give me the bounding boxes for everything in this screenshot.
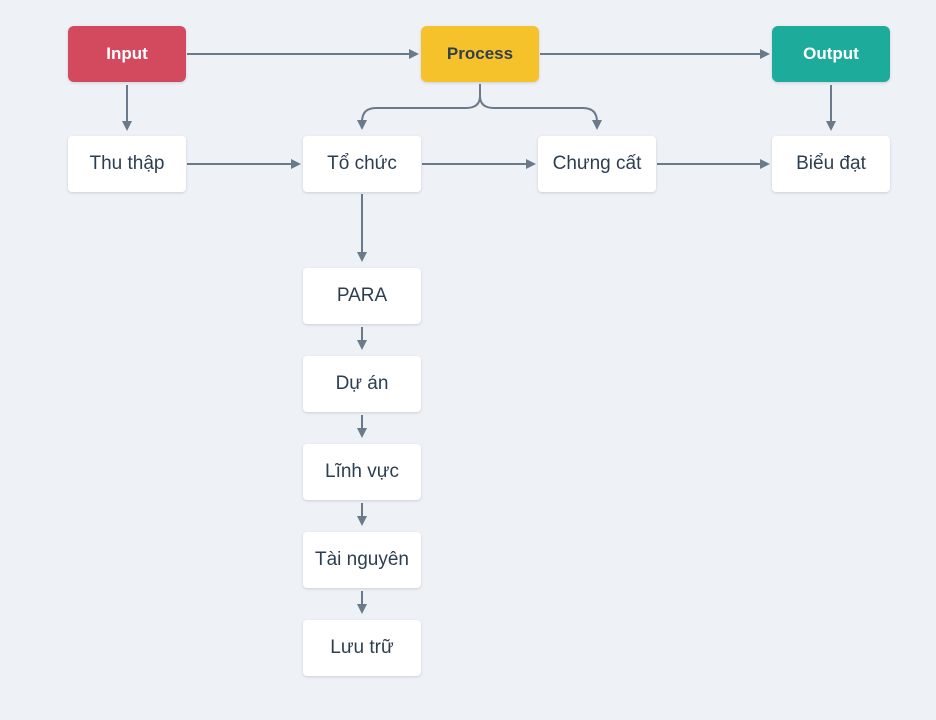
arrow-process-to-to-chuc [357, 95, 481, 130]
node-label: Input [106, 44, 148, 63]
node-label: Dự án [335, 373, 389, 394]
node-label: Biểu đạt [796, 153, 866, 174]
node-thu-thap[interactable]: Thu thập [68, 136, 186, 192]
node-label: PARA [336, 285, 388, 306]
node-linh-vuc[interactable]: Lĩnh vực [303, 444, 421, 500]
node-output[interactable]: Output [772, 26, 890, 82]
node-bieu-dat[interactable]: Biểu đạt [772, 136, 890, 192]
node-process[interactable]: Process [421, 26, 539, 82]
node-input[interactable]: Input [68, 26, 186, 82]
node-label: Tài nguyên [314, 549, 409, 570]
node-du-an[interactable]: Dự án [303, 356, 421, 412]
node-tai-nguyen[interactable]: Tài nguyên [303, 532, 421, 588]
node-label: Thu thập [89, 153, 165, 174]
node-label: Tổ chức [327, 153, 397, 174]
node-label: Lưu trữ [330, 637, 394, 658]
node-label: Process [446, 44, 514, 63]
node-label: Output [803, 44, 859, 63]
node-luu-tru[interactable]: Lưu trữ [303, 620, 421, 676]
node-para[interactable]: PARA [303, 268, 421, 324]
node-label: Chưng cất [552, 153, 642, 174]
node-chung-cat[interactable]: Chưng cất [538, 136, 656, 192]
node-label: Lĩnh vực [325, 461, 399, 482]
arrow-process-to-chung-cat [479, 95, 602, 130]
node-to-chuc[interactable]: Tổ chức [303, 136, 421, 192]
